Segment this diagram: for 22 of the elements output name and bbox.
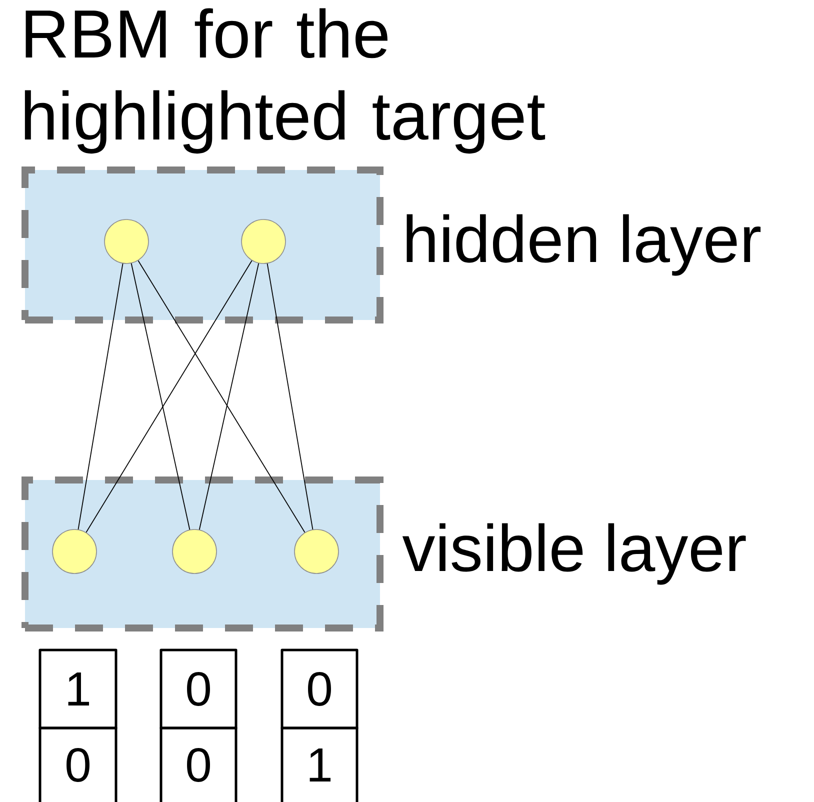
unit-circle: [172, 529, 217, 574]
connection-line: [198, 262, 260, 530]
layer-band: visible layer: [22, 476, 746, 632]
connection-line: [86, 260, 252, 533]
title: RBM for the highlighted target: [24, 8, 546, 154]
connection-line: [130, 262, 190, 530]
table-cell: 0: [160, 648, 238, 730]
connection-line: [266, 263, 314, 530]
table-cell: 0: [160, 726, 238, 802]
connection-line: [138, 260, 306, 533]
node-label: visible layer: [402, 523, 746, 585]
node-label: hidden layer: [406, 214, 761, 276]
unit-circle: [241, 219, 286, 264]
unit-circle: [52, 529, 97, 574]
connection-line: [78, 263, 124, 530]
unit-circle: [104, 219, 149, 264]
table-cell: 1: [38, 648, 118, 730]
table-cell: 0: [280, 648, 358, 730]
table-cell: 1: [280, 726, 358, 802]
unit-circle: [294, 529, 339, 574]
table-cell: 0: [38, 726, 118, 802]
layer-band: hidden layer: [22, 166, 761, 324]
